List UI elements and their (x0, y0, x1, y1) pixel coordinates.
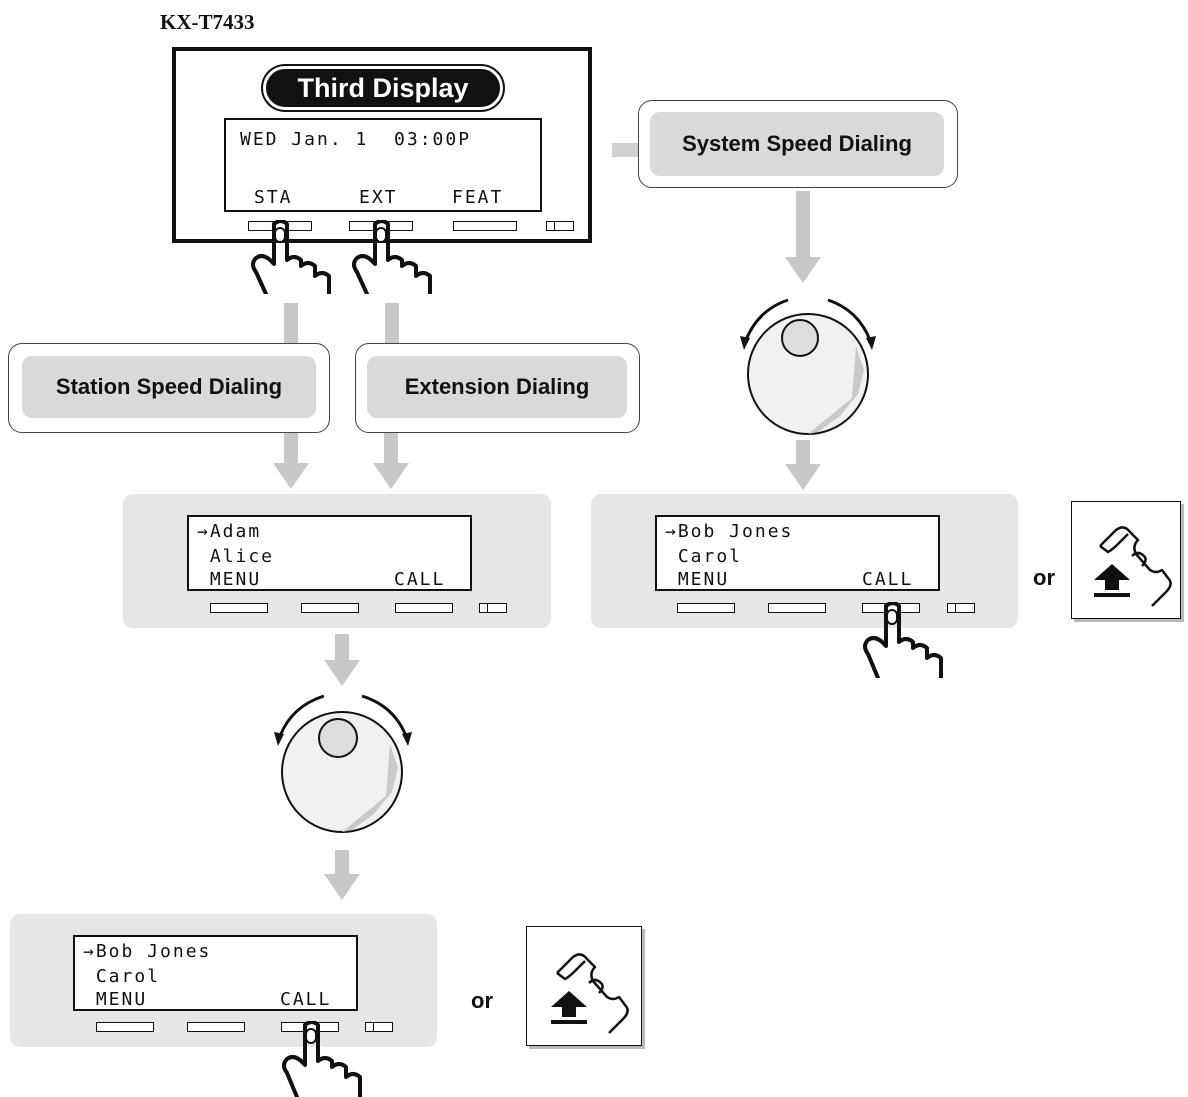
scroll-key[interactable] (546, 221, 574, 231)
pointing-hand-icon (251, 220, 331, 294)
display-lcd-station: →Adam Alice MENU CALL (187, 515, 472, 591)
pointing-hand-icon (352, 220, 432, 294)
extension-dialing-label: Extension Dialing (367, 356, 627, 418)
soft-key-1[interactable] (210, 603, 268, 613)
station-speed-dialing-text: Station Speed Dialing (55, 374, 283, 399)
jog-dial-icon[interactable] (262, 682, 422, 836)
lcd-call-label: CALL (394, 569, 446, 590)
down-arrow-icon (785, 191, 821, 283)
lcd-call-label: CALL (862, 569, 914, 590)
third-display-datetime: WED Jan. 1 03:00P (240, 129, 472, 150)
lcd-menu-label: MENU (197, 569, 262, 590)
softkey-label-sta: STA (254, 187, 293, 208)
lcd-menu-label: MENU (665, 569, 730, 590)
jog-dial-icon[interactable] (728, 288, 888, 438)
down-arrow-icon (284, 303, 298, 343)
lcd-line2: Alice (197, 546, 275, 567)
station-speed-dialing-label: Station Speed Dialing (22, 356, 316, 418)
lcd-line2: Carol (665, 546, 743, 567)
or-label: or (471, 988, 493, 1013)
soft-key-2[interactable] (187, 1022, 245, 1032)
off-hook-handset-icon[interactable] (526, 926, 642, 1046)
down-arrow-icon (385, 303, 399, 343)
lcd-line1: →Bob Jones (665, 521, 794, 542)
down-arrow-icon (324, 850, 360, 900)
third-display-title-pill: Third Display (263, 66, 503, 110)
softkey-label-ext: EXT (359, 187, 398, 208)
scroll-key[interactable] (947, 603, 975, 613)
lcd-line2: Carol (83, 966, 161, 987)
connector-line (612, 143, 640, 157)
soft-key-1[interactable] (677, 603, 735, 613)
soft-key-1[interactable] (96, 1022, 154, 1032)
pointing-hand-icon (863, 602, 943, 678)
pointing-hand-icon (282, 1021, 362, 1097)
off-hook-handset-icon[interactable] (1071, 501, 1181, 619)
extension-dialing-text: Extension Dialing (404, 374, 590, 399)
display-lcd-bottom: →Bob Jones Carol MENU CALL (73, 935, 358, 1011)
softkey-label-feat: FEAT (452, 187, 504, 208)
soft-key-2[interactable] (768, 603, 826, 613)
scroll-key[interactable] (479, 603, 507, 613)
model-title: KX-T7433 (160, 10, 255, 34)
down-arrow-icon (273, 433, 309, 489)
third-display-lcd: WED Jan. 1 03:00P STA EXT FEAT (224, 118, 542, 212)
or-label: or (1033, 565, 1055, 590)
lcd-line1: →Adam (197, 521, 262, 542)
system-speed-dialing-text: System Speed Dialing (682, 131, 912, 156)
down-arrow-icon (785, 440, 821, 490)
system-speed-dialing-label: System Speed Dialing (650, 112, 944, 176)
scroll-key[interactable] (365, 1022, 393, 1032)
down-arrow-icon (373, 433, 409, 489)
display-lcd-system: →Bob Jones Carol MENU CALL (655, 515, 940, 591)
lcd-line1: →Bob Jones (83, 941, 212, 962)
down-arrow-icon (324, 634, 360, 686)
soft-key-2[interactable] (301, 603, 359, 613)
lcd-menu-label: MENU (83, 989, 148, 1010)
third-display-title: Third Display (297, 72, 469, 103)
soft-key-feat[interactable] (453, 221, 517, 231)
soft-key-3[interactable] (395, 603, 453, 613)
lcd-call-label: CALL (280, 989, 332, 1010)
